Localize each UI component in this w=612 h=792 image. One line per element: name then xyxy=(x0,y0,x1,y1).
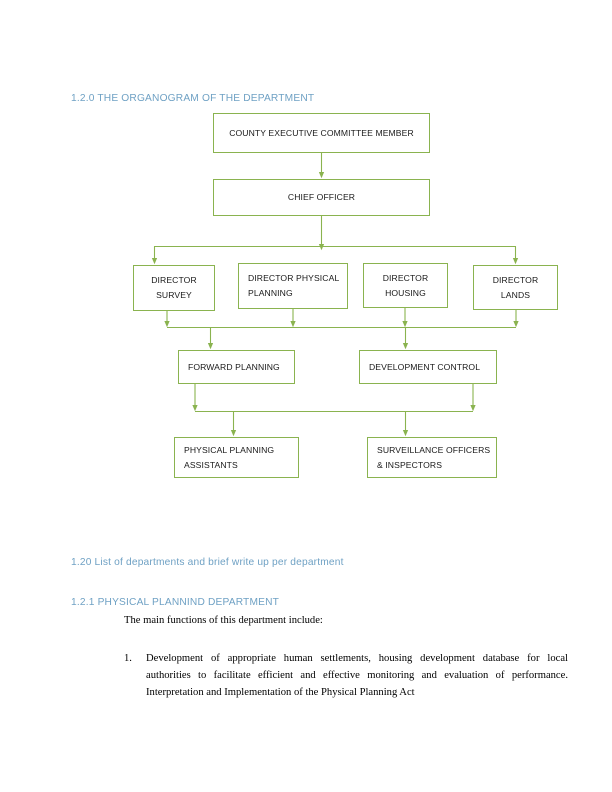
list-item-marker: 1. xyxy=(124,653,132,664)
organogram-connectors xyxy=(151,153,519,437)
functions-list: 1. Development of appropriate human sett… xyxy=(124,650,568,701)
heading-physical-planning-department: 1.2.1 PHYSICAL PLANNIND DEPARTMENT xyxy=(71,597,280,608)
org-node-label-line1: DIRECTOR xyxy=(382,272,429,283)
org-node-label-line1: PHYSICAL PLANNING xyxy=(184,444,275,455)
org-node-director-physical-planning: DIRECTOR PHYSICAL PLANNING xyxy=(238,263,348,309)
org-node-chief-officer: CHIEF OFFICER xyxy=(213,179,430,216)
heading-organogram: 1.2.0 THE ORGANOGRAM OF THE DEPARTMENT xyxy=(71,93,315,104)
org-node-label-line2: HOUSING xyxy=(385,287,426,298)
org-node-forward-planning: FORWARD PLANNING xyxy=(178,350,295,384)
list-item-text: Development of appropriate human settlem… xyxy=(146,653,568,699)
org-node-label-line2: & INSPECTORS xyxy=(377,459,443,470)
org-node-label: COUNTY EXECUTIVE COMMITTEE MEMBER xyxy=(229,127,414,138)
org-node-label-line1: DIRECTOR xyxy=(151,275,197,286)
org-node-label-line1: DIRECTOR PHYSICAL xyxy=(248,273,340,284)
org-node-label-line1: SURVEILLANCE OFFICERS xyxy=(377,444,491,455)
org-node-label-line2: ASSISTANTS xyxy=(184,459,238,470)
organogram-chart: COUNTY EXECUTIVE COMMITTEE MEMBER CHIEF … xyxy=(133,113,558,478)
list-item: 1. Development of appropriate human sett… xyxy=(124,650,568,701)
org-node-label-line2: LANDS xyxy=(500,289,531,300)
org-node-label-line2: PLANNING xyxy=(248,288,293,298)
org-node-director-survey: DIRECTOR SURVEY xyxy=(133,265,215,311)
org-node-county-executive-committee-member: COUNTY EXECUTIVE COMMITTEE MEMBER xyxy=(213,113,430,153)
heading-list-of-departments: 1.20 List of departments and brief write… xyxy=(71,557,344,568)
org-node-label-line1: DIRECTOR xyxy=(492,274,539,285)
org-node-label-line2: SURVEY xyxy=(156,290,192,300)
org-node-development-control: DEVELOPMENT CONTROL xyxy=(359,350,497,384)
org-node-label: DEVELOPMENT CONTROL xyxy=(369,361,481,372)
org-node-label: FORWARD PLANNING xyxy=(188,361,280,372)
org-node-physical-planning-assistants: PHYSICAL PLANNING ASSISTANTS xyxy=(174,437,299,478)
org-node-director-housing: DIRECTOR HOUSING xyxy=(363,263,448,308)
org-node-director-lands: DIRECTOR LANDS xyxy=(473,265,558,310)
org-node-surveillance-officers: SURVEILLANCE OFFICERS & INSPECTORS xyxy=(367,437,497,478)
org-node-label: CHIEF OFFICER xyxy=(287,192,356,203)
intro-paragraph: The main functions of this department in… xyxy=(124,615,323,626)
